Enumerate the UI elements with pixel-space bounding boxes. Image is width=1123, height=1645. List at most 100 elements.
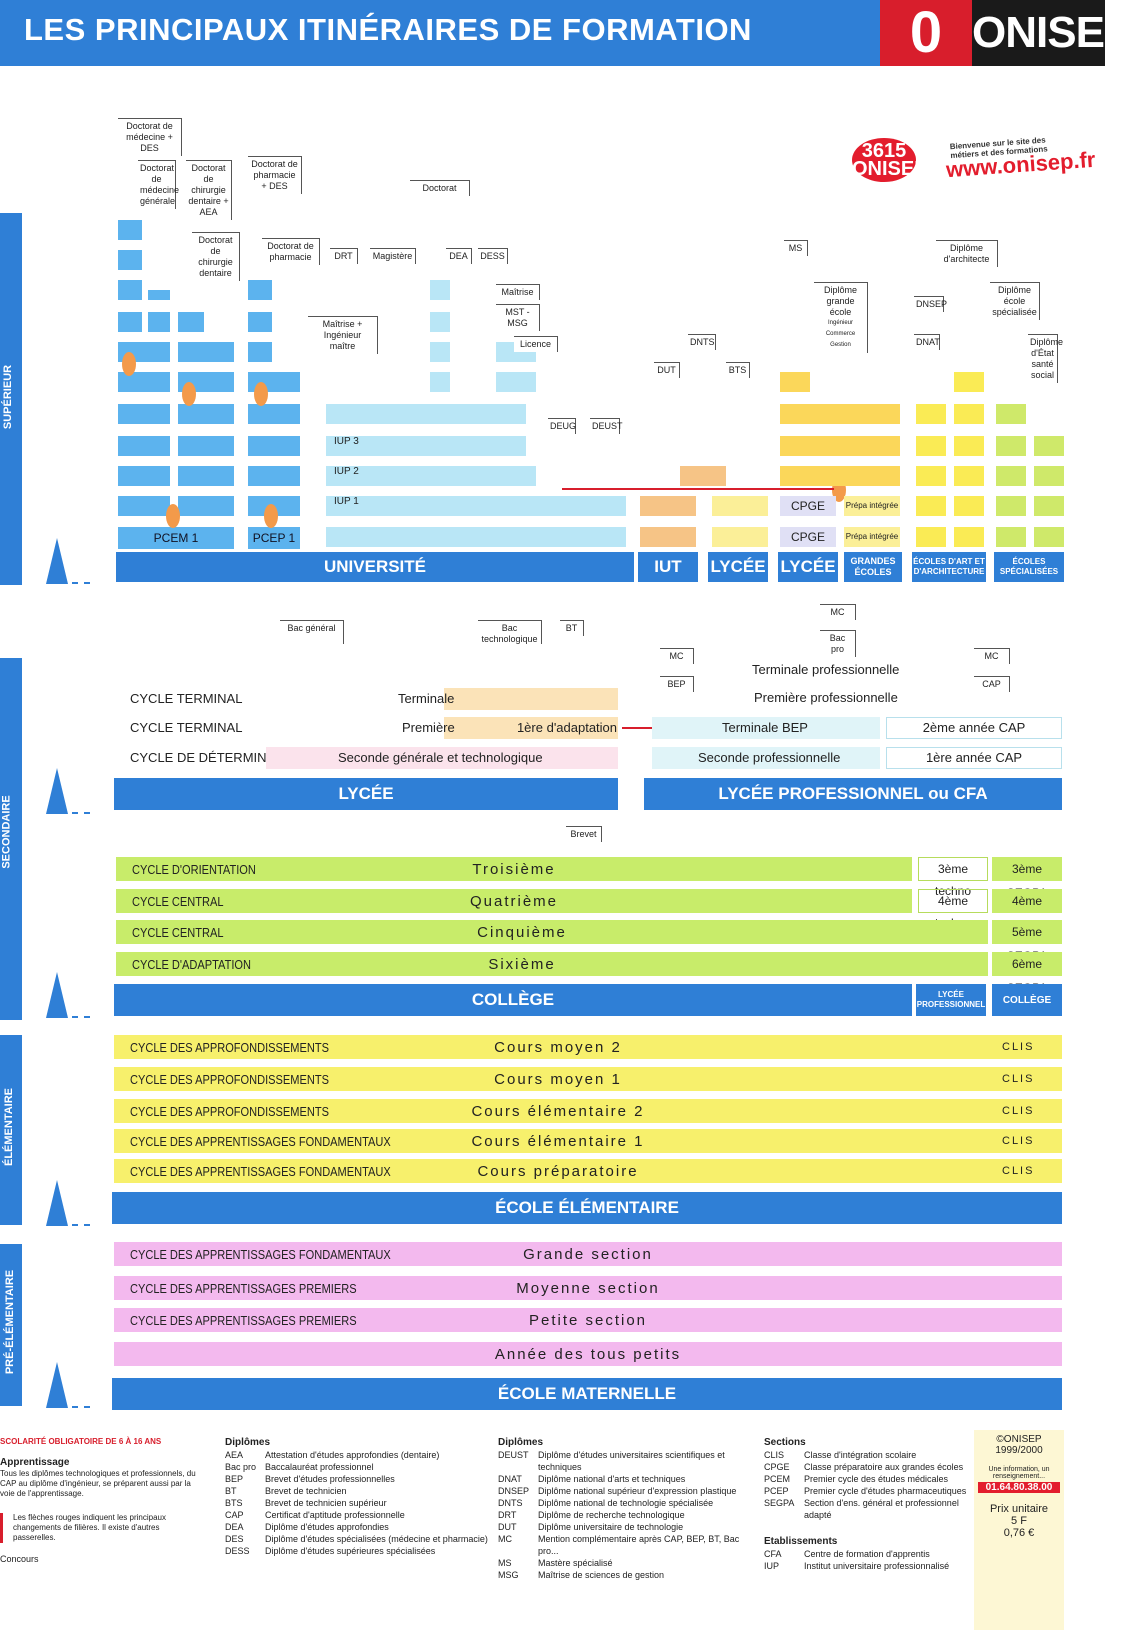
level-label: Moyenne section <box>516 1279 660 1297</box>
grid-cell <box>430 372 450 392</box>
grid-cell <box>1034 466 1064 486</box>
grid-cell <box>118 404 170 424</box>
grid-cell <box>430 280 450 300</box>
diploma-deug: DEUG <box>548 418 576 434</box>
fleches-text: Les flèches rouges indiquent les princip… <box>0 1513 200 1543</box>
grid-cell <box>248 280 272 300</box>
legend-desc: Diplôme national d'arts et techniques <box>538 1474 686 1484</box>
bar-lycee-bts: LYCÉE <box>708 552 768 582</box>
copyright: ©ONISEP <box>996 1434 1042 1445</box>
diploma-licence: Licence <box>514 336 558 352</box>
grid-cell <box>118 466 170 486</box>
legend-abbr: BEP <box>225 1474 244 1484</box>
onisep-logo-mark: 0 <box>880 0 972 66</box>
cycle-label: CYCLE CENTRAL <box>132 924 224 940</box>
level-label: Terminale <box>398 691 455 706</box>
grid-cell <box>178 496 234 516</box>
legend-abbr: DES <box>225 1534 244 1544</box>
prix-euros: 0,76 € <box>1003 1527 1035 1539</box>
college-row-sixieme: CYCLE D'ADAPTATION Sixième <box>116 952 988 976</box>
legend-abbr: CAP <box>225 1510 244 1520</box>
legend-desc: Mastère spécialisé <box>538 1558 613 1568</box>
grid-cell <box>496 372 536 392</box>
diploma-etat-sante-social: Diplôme d'État santé social <box>1028 334 1063 383</box>
cpge-cell: CPGE <box>780 527 836 547</box>
legend-abbr: MC <box>498 1534 512 1544</box>
college-row-troisieme: CYCLE D'ORIENTATION Troisième <box>116 857 912 881</box>
clis-label: CLIS <box>1002 1041 1035 1053</box>
cycle-label: CYCLE TERMINAL <box>130 720 243 735</box>
maternelle-row: CYCLE DES APPRENTISSAGES PREMIERS Petite… <box>114 1308 1062 1332</box>
diploma-mc-2: MC <box>820 604 856 620</box>
lycee-row-premiere: CYCLE TERMINAL Première 1ère d'adaptatio… <box>116 717 618 739</box>
grid-cell <box>208 372 234 392</box>
legend-abbr: PCEP <box>764 1486 789 1496</box>
bar-lycee: LYCÉE <box>114 778 618 810</box>
apprentissage-title: Apprentissage <box>0 1456 200 1469</box>
phone-number[interactable]: 01.64.80.38.00 <box>978 1482 1060 1493</box>
legend-desc: Centre de formation d'apprentis <box>804 1549 930 1559</box>
legend-abbr: DRT <box>498 1510 517 1520</box>
concours-marker <box>166 504 180 528</box>
grid-cell <box>148 290 170 300</box>
level-label: Troisième <box>472 860 556 878</box>
grid-cell <box>326 436 526 456</box>
concours-marker <box>182 382 196 406</box>
grid-cell <box>178 436 234 456</box>
diploma-ecole-specialisee: Diplôme école spécialisée <box>990 282 1040 320</box>
row-fill <box>444 717 516 739</box>
legend-abbr: DESS <box>225 1546 250 1556</box>
legend-desc: Diplôme national de technologie spéciali… <box>538 1498 714 1508</box>
diploma-mc-3: MC <box>974 648 1010 664</box>
diploma-dnat: DNAT <box>914 334 940 350</box>
diploma-grande-ecole: Diplôme grande école Ingénieur Commerce … <box>814 282 868 353</box>
grid-cell <box>916 436 946 456</box>
legend-abbr: CLIS <box>764 1450 785 1460</box>
level-dash <box>72 812 90 816</box>
cycle-label: CYCLE TERMINAL <box>130 691 243 706</box>
diploma-drt: DRT <box>330 248 358 264</box>
segpa-cell: 6ème SEGPA <box>992 952 1062 995</box>
grid-cell <box>996 436 1026 456</box>
level-label: Cours moyen 1 <box>494 1070 622 1088</box>
grid-cell <box>680 466 726 486</box>
legend-desc: Institut universitaire professionnalisé <box>804 1561 950 1571</box>
techno-cell: 4ème techno <box>918 889 988 930</box>
grid-cell <box>780 404 900 424</box>
diploma-bac-pro: Bac pro <box>820 630 856 657</box>
segpa-cell: 3ème SEGPA <box>992 857 1062 900</box>
level-label: Seconde générale et technologique <box>338 750 543 765</box>
grid-cell <box>954 372 984 392</box>
premiere-pro-label: Première professionnelle <box>754 690 898 705</box>
cycle-label: CYCLE DE DÉTERMINATION <box>130 750 306 765</box>
grid-cell <box>578 496 626 516</box>
legend-desc: Mention complémentaire après CAP, BEP, B… <box>538 1534 740 1556</box>
grid-cell <box>118 220 142 240</box>
diploma-cap: CAP <box>974 676 1010 692</box>
diploma-doctorat-pharmacie: Doctorat de pharmacie <box>262 238 320 265</box>
legend-abbr: DEA <box>225 1522 244 1532</box>
grid-cell <box>954 466 984 486</box>
legend-desc: Diplôme universitaire de technologie <box>538 1522 684 1532</box>
diploma-doctorat-medecine-generale: Doctorat de médecine générale <box>138 160 179 209</box>
grid-cell <box>118 250 142 270</box>
level-dash <box>72 1224 90 1228</box>
grande-ecole-title: Diplôme grande école <box>823 285 857 317</box>
side-bar-superieur: SUPÉRIEUR <box>0 213 22 585</box>
level-triangle <box>46 768 68 814</box>
onisep-logo-text: ONISEP <box>972 0 1123 66</box>
legend-desc: Diplôme d'études universitaires scientif… <box>538 1450 725 1472</box>
bar-college: COLLÈGE <box>114 984 912 1016</box>
grid-cell <box>326 496 626 516</box>
bar-lycee-cpge: LYCÉE <box>778 552 838 582</box>
level-label: Cours élémentaire 2 <box>471 1102 645 1120</box>
